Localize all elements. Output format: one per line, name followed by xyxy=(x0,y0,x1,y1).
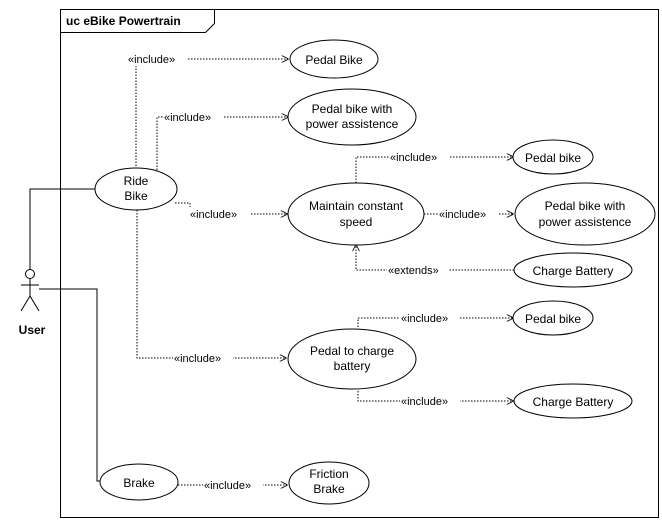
svg-text:«extends»: «extends» xyxy=(388,265,439,277)
use-case-pedal-power-top: Pedal bike with power assistence xyxy=(287,88,417,146)
actor-left-leg xyxy=(20,295,31,312)
svg-text:Pedal bike with: Pedal bike with xyxy=(312,102,393,116)
use-case-pedal-bike-mid: Pedal bike xyxy=(512,139,594,175)
use-case-charge-battery-mid: Charge Battery xyxy=(513,252,633,288)
svg-text:«include»: «include» xyxy=(204,480,251,492)
include-maintain-pedal-bike xyxy=(355,157,513,186)
svg-text:«include»: «include» xyxy=(174,353,221,365)
svg-text:Pedal bike: Pedal bike xyxy=(525,151,581,165)
use-case-ride-bike: Ride Bike xyxy=(94,167,178,211)
svg-text:Friction: Friction xyxy=(309,467,348,481)
label-extends: «extends» xyxy=(387,263,449,277)
svg-text:Pedal Bike: Pedal Bike xyxy=(305,53,363,67)
svg-text:Ride: Ride xyxy=(124,174,149,188)
svg-text:Charge Battery: Charge Battery xyxy=(533,395,614,409)
svg-text:Charge Battery: Charge Battery xyxy=(533,264,614,278)
svg-text:«include»: «include» xyxy=(190,209,237,221)
label-include-4: «include» xyxy=(389,150,449,164)
label-include-2: «include» xyxy=(163,110,223,124)
svg-text:«include»: «include» xyxy=(128,54,175,66)
svg-text:«include»: «include» xyxy=(439,209,486,221)
svg-text:Brake: Brake xyxy=(313,482,345,496)
include-ride-pedal-power xyxy=(156,117,288,173)
svg-text:battery: battery xyxy=(334,359,371,373)
association-user-brake xyxy=(39,288,100,482)
label-include-9: «include» xyxy=(203,478,263,492)
actor-right-leg xyxy=(29,295,40,312)
association-user-ride-bike xyxy=(29,188,96,270)
use-case-pedal-bike-top: Pedal Bike xyxy=(289,39,379,79)
include-ride-pedal-to-charge xyxy=(136,210,286,358)
use-case-friction-brake: Friction Brake xyxy=(288,461,370,505)
actor-head xyxy=(25,269,35,279)
svg-text:power assistence: power assistence xyxy=(539,215,632,229)
svg-text:Bike: Bike xyxy=(124,189,148,203)
svg-text:«include»: «include» xyxy=(401,313,448,325)
label-include-7: «include» xyxy=(173,351,233,365)
svg-text:speed: speed xyxy=(340,215,373,229)
svg-text:«include»: «include» xyxy=(390,152,437,164)
include-ride-pedal-bike xyxy=(135,59,288,169)
label-include-8: «include» xyxy=(400,394,460,408)
system-frame: uc eBike Powertrain xyxy=(60,9,659,518)
label-include-3: «include» xyxy=(189,207,250,221)
diagram-title: uc eBike Powertrain xyxy=(66,14,181,28)
use-case-brake: Brake xyxy=(99,463,179,501)
extend-charge-maintain xyxy=(356,245,514,271)
svg-text:Pedal bike: Pedal bike xyxy=(525,312,581,326)
label-include-1: «include» xyxy=(127,52,187,66)
svg-text:Pedal bike with: Pedal bike with xyxy=(545,199,626,213)
label-include-5: «include» xyxy=(438,207,498,221)
actor-user: User xyxy=(19,269,46,337)
svg-text:«include»: «include» xyxy=(164,112,211,124)
svg-text:Brake: Brake xyxy=(123,476,155,490)
svg-text:Pedal to charge: Pedal to charge xyxy=(310,344,394,358)
svg-text:«include»: «include» xyxy=(401,396,448,408)
actor-name: User xyxy=(19,323,46,337)
use-case-pedal-power-mid: Pedal bike with power assistence xyxy=(514,182,656,246)
use-case-maintain-speed: Maintain constant speed xyxy=(287,182,425,246)
use-case-charge-battery-low: Charge Battery xyxy=(513,383,633,419)
use-case-pedal-to-charge: Pedal to charge battery xyxy=(287,328,417,390)
use-case-pedal-bike-low: Pedal bike xyxy=(512,300,594,336)
svg-text:Maintain constant: Maintain constant xyxy=(309,199,404,213)
svg-text:power assistence: power assistence xyxy=(306,117,399,131)
label-include-6: «include» xyxy=(400,311,460,325)
include-ride-maintain-speed xyxy=(175,202,287,214)
